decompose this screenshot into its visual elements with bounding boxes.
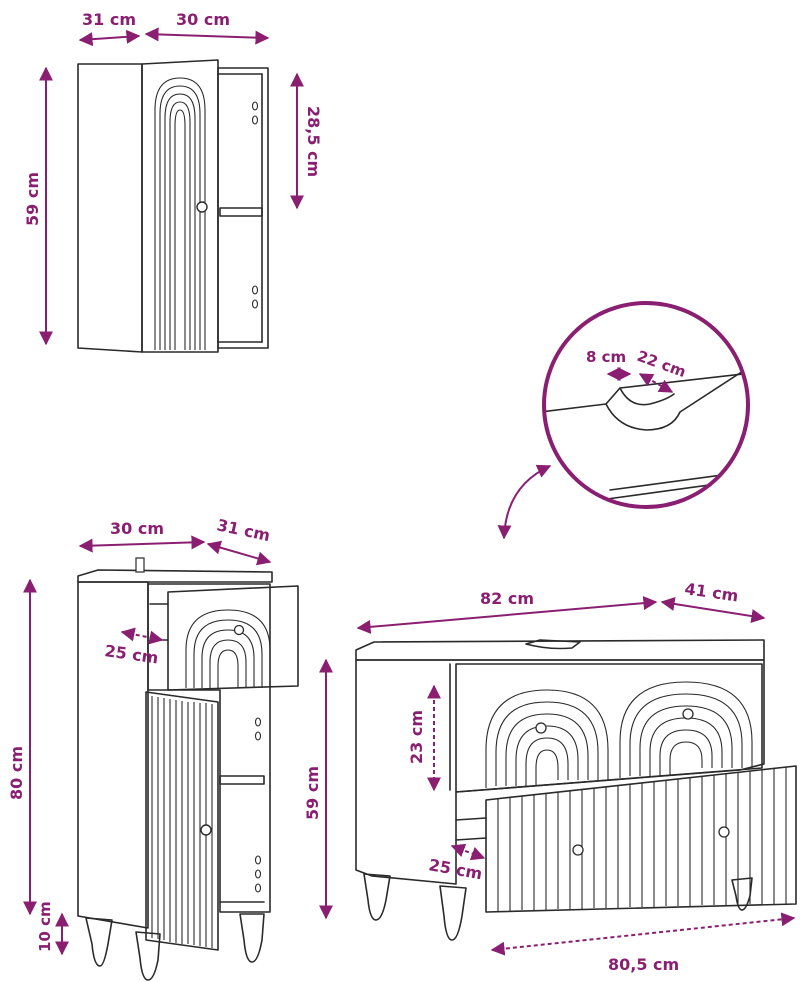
vanity-width-label: 82 cm: [480, 589, 534, 608]
wall-depth-label: 31 cm: [82, 10, 136, 29]
side-height-label: 80 cm: [7, 746, 26, 800]
wall-width-label: 30 cm: [176, 10, 230, 29]
wall-shelf-label: 28,5 cm: [304, 106, 323, 177]
side-drawer-label: 25 cm: [103, 641, 159, 667]
vanity-drawer-height-label: 23 cm: [407, 710, 426, 764]
side-width-label: 30 cm: [110, 519, 164, 538]
vanity-depth-label: 41 cm: [683, 579, 739, 605]
wall-cabinet: 31 cm 30 cm 59 cm 28,5 cm: [23, 10, 323, 353]
cutout-width-label: 8 cm: [586, 348, 626, 366]
wall-height-label: 59 cm: [23, 172, 42, 226]
side-cabinet: 30 cm 31 cm 80 cm 25 cm 10 cm: [7, 515, 299, 981]
vanity-drawer-width-label: 80,5 cm: [608, 955, 679, 974]
door-knob: [196, 201, 208, 213]
side-depth-label: 31 cm: [215, 515, 272, 545]
cutout-detail: 8 cm 22 cm: [497, 301, 750, 540]
vanity-cabinet: 82 cm 41 cm 59 cm 23 cm 25 cm 80,5 cm: [303, 579, 797, 974]
vanity-height-label: 59 cm: [303, 766, 322, 820]
side-legs-label: 10 cm: [36, 901, 54, 952]
